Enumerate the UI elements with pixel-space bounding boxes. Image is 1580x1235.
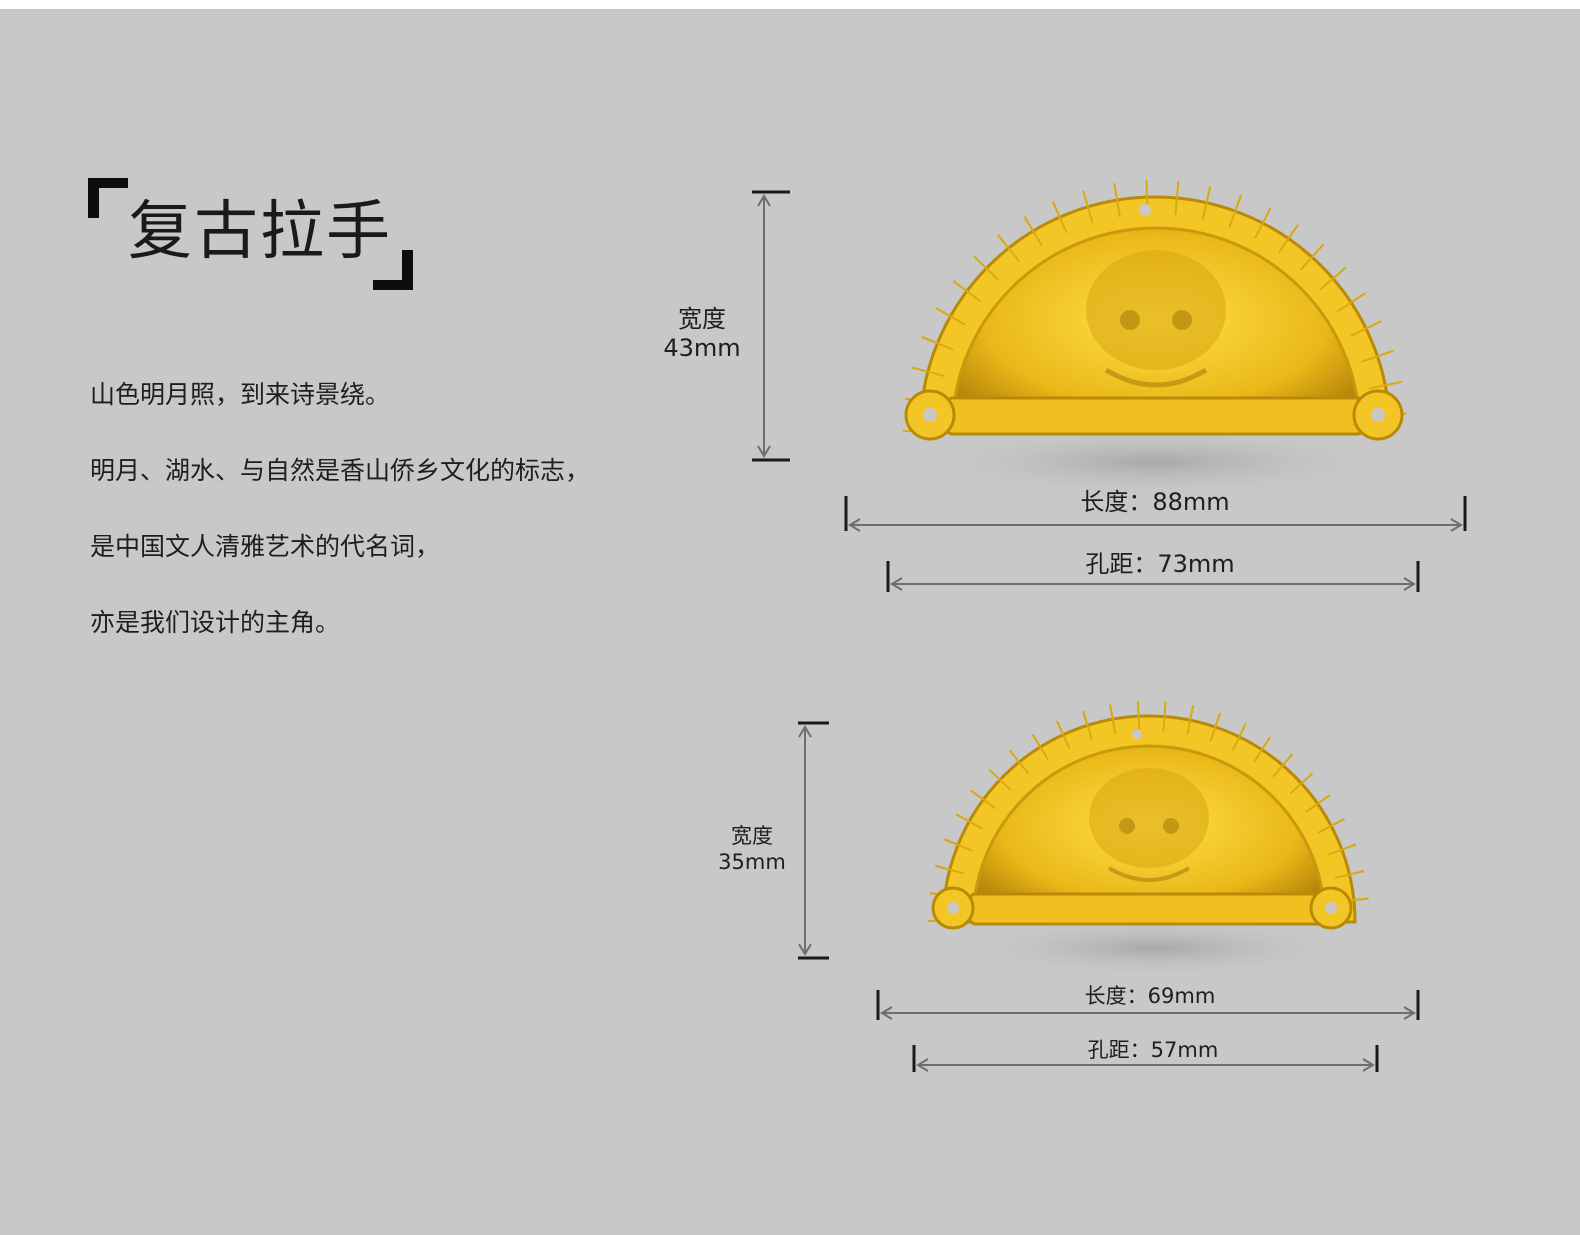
large-length-dimension-line	[844, 496, 1467, 532]
large-width-value: 43mm	[663, 334, 741, 362]
small-width-value: 35mm	[718, 850, 786, 874]
small-width-dimension-line	[798, 721, 829, 960]
title-block: 复古拉手	[88, 178, 418, 293]
corner-bracket-top-left-icon	[88, 178, 128, 218]
small-hole-dimension-line	[912, 1045, 1379, 1072]
large-width-label: 宽度 43mm	[652, 305, 752, 363]
poem-line-1: 山色明月照，到来诗景绕。	[90, 380, 391, 409]
corner-bracket-bottom-right-icon	[373, 250, 413, 290]
small-width-label: 宽度 35mm	[707, 823, 797, 875]
large-hole-dimension-line	[886, 561, 1420, 592]
small-length-label: 长度：69mm	[1084, 984, 1216, 1008]
large-handle-image	[903, 180, 1407, 498]
small-handle-image	[928, 701, 1370, 978]
poem-text: 山色明月照，到来诗景绕。 明月、湖水、与自然是香山侨乡文化的标志， 是中国文人清…	[90, 374, 690, 678]
large-hole-label: 孔距：73mm	[1085, 550, 1235, 578]
poem-line-3: 是中国文人清雅艺术的代名词，	[90, 532, 441, 561]
poem-line-2: 明月、湖水、与自然是香山侨乡文化的标志，	[90, 456, 591, 485]
small-width-label-text: 宽度	[731, 824, 773, 848]
small-length-dimension-line	[876, 990, 1420, 1020]
large-length-label: 长度：88mm	[1080, 488, 1230, 516]
page-title: 复古拉手	[128, 195, 392, 269]
top-white-strip	[0, 0, 1580, 9]
large-width-label-text: 宽度	[678, 305, 726, 333]
large-width-dimension-line	[752, 190, 790, 462]
small-hole-label: 孔距：57mm	[1087, 1038, 1219, 1062]
poem-line-4: 亦是我们设计的主角。	[90, 608, 341, 637]
